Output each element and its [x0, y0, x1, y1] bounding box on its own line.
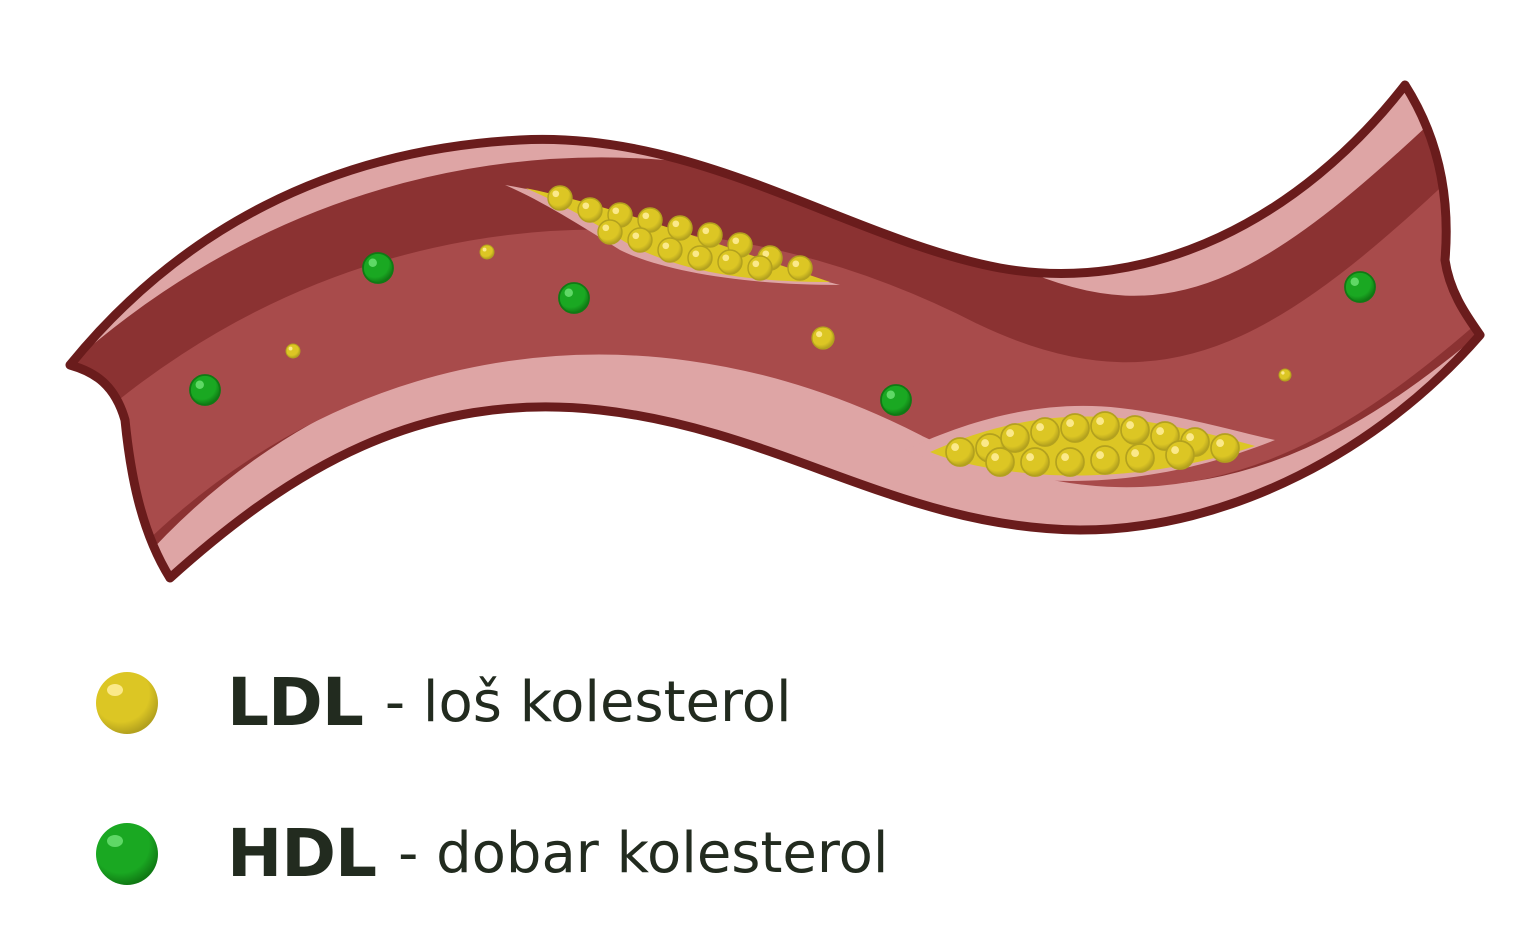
ldl-particle — [1060, 413, 1090, 443]
ldl-particle — [1210, 433, 1240, 463]
vessel-outline — [65, 80, 1485, 583]
hdl-particle — [558, 282, 590, 314]
ldl-particle — [747, 255, 773, 281]
ldl-particle — [811, 326, 835, 350]
ldl-particle — [1120, 415, 1150, 445]
hdl-sphere-icon — [96, 822, 158, 885]
ldl-particle — [657, 237, 683, 263]
ldl-particle — [1125, 443, 1155, 473]
ldl-particle — [627, 227, 653, 253]
ldl-particle — [1090, 411, 1120, 441]
ldl-particle — [1030, 417, 1060, 447]
ldl-particle — [597, 219, 623, 245]
hdl-particle — [189, 374, 221, 406]
legend-abbr: LDL — [227, 664, 364, 741]
hdl-particle — [880, 384, 912, 416]
hdl-particle — [362, 252, 394, 284]
ldl-sphere-icon — [96, 671, 158, 734]
ldl-particle — [1020, 447, 1050, 477]
ldl-particle — [547, 185, 573, 211]
legend-desc: - loš kolesterol — [384, 670, 792, 735]
ldl-particle — [697, 222, 723, 248]
ldl-particle — [687, 245, 713, 271]
ldl-particle — [1278, 368, 1292, 382]
ldl-particle — [1165, 440, 1195, 470]
ldl-particle — [285, 343, 301, 359]
ldl-particle — [1000, 423, 1030, 453]
ldl-particle — [577, 197, 603, 223]
legend-desc: - dobar kolesterol — [398, 821, 889, 886]
legend-abbr: HDL — [227, 815, 377, 892]
ldl-particle — [1055, 447, 1085, 477]
ldl-particle — [1090, 445, 1120, 475]
ldl-particle — [787, 255, 813, 281]
ldl-particle — [945, 437, 975, 467]
ldl-particle — [985, 447, 1015, 477]
ldl-particle — [637, 207, 663, 233]
plaque-ldl-cluster — [547, 185, 1240, 477]
hdl-particle — [1344, 271, 1376, 303]
ldl-particle — [717, 249, 743, 275]
legend-item-hdl: HDL - dobar kolesterol — [95, 815, 889, 892]
legend-item-ldl: LDL - loš kolesterol — [95, 664, 792, 741]
ldl-particle — [667, 215, 693, 241]
blood-particles — [189, 244, 1376, 416]
ldl-particle — [479, 244, 495, 260]
